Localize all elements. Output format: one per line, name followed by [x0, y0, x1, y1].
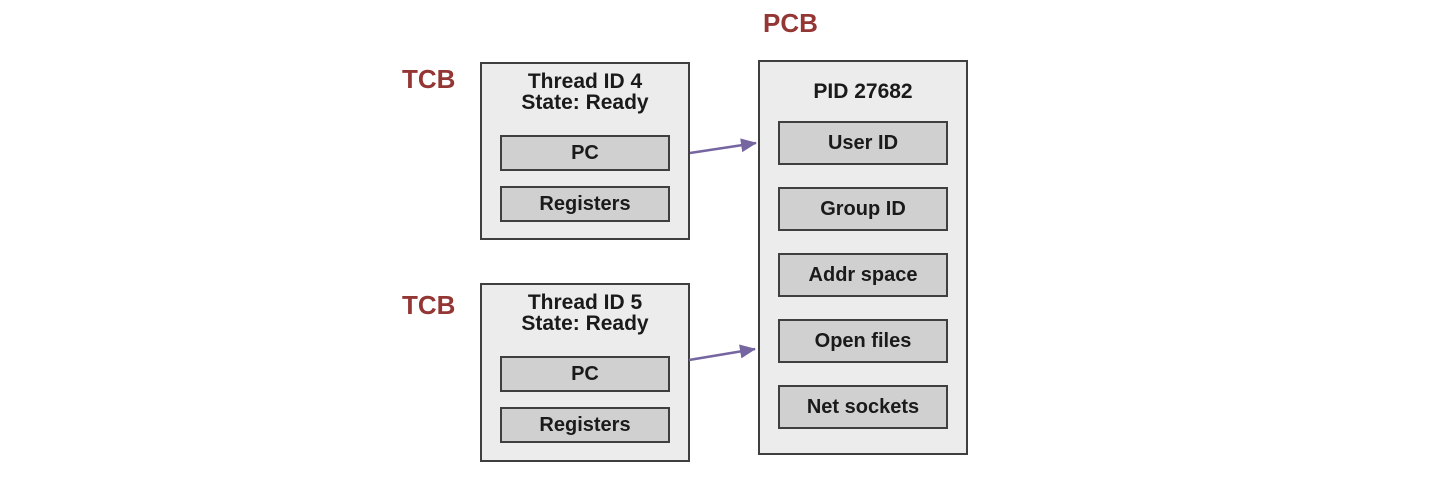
field-registers: Registers	[500, 186, 670, 222]
tcb-block-thread-4: Thread ID 4 State: Ready PC Registers	[480, 62, 690, 240]
field-open-files: Open files	[778, 319, 948, 363]
field-pc: PC	[500, 356, 670, 392]
pcb-block: PID 27682 User ID Group ID Addr space Op…	[758, 60, 968, 455]
pcb-block-title: PID 27682	[813, 80, 913, 103]
arrow-tcb5-to-pcb	[688, 344, 756, 362]
tcb-label-thread-5: TCB	[402, 290, 456, 320]
tcb-fields: PC Registers	[500, 135, 670, 222]
tcb-block-thread-5: Thread ID 5 State: Ready PC Registers	[480, 283, 690, 462]
tcb-fields: PC Registers	[500, 356, 670, 443]
field-group-id: Group ID	[778, 187, 948, 231]
field-registers: Registers	[500, 407, 670, 443]
tcb-block-title: Thread ID 5 State: Ready	[482, 292, 688, 334]
field-pc: PC	[500, 135, 670, 171]
tcb-label-thread-4: TCB	[402, 64, 456, 94]
pcb-fields: User ID Group ID Addr space Open files N…	[778, 121, 948, 429]
arrow-tcb4-to-pcb	[689, 138, 757, 155]
thread-state-text: State: Ready	[521, 312, 649, 335]
pcb-label: PCB	[763, 8, 818, 38]
field-user-id: User ID	[778, 121, 948, 165]
thread-id-text: Thread ID 4	[527, 70, 643, 93]
thread-state-text: State: Ready	[521, 91, 649, 114]
thread-id-text: Thread ID 5	[527, 291, 643, 314]
tcb-block-title: Thread ID 4 State: Ready	[482, 71, 688, 113]
field-net-sockets: Net sockets	[778, 385, 948, 429]
field-addr-space: Addr space	[778, 253, 948, 297]
